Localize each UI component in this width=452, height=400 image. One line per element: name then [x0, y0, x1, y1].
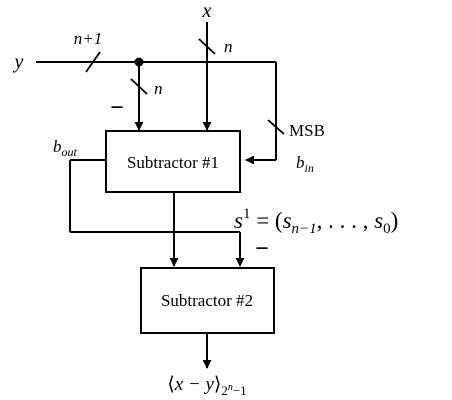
- subtractor-1-block: Subtractor #1: [105, 130, 241, 193]
- output-sub-tail: −1: [233, 383, 247, 398]
- y-tap-width-label: n: [154, 79, 163, 98]
- b-in-base: b: [296, 153, 305, 172]
- msb-label: MSB: [289, 121, 325, 140]
- y-input-label: y: [13, 51, 24, 73]
- output-label: ⟨x − y⟩2n−1: [167, 374, 246, 398]
- output-expr: x − y: [174, 374, 215, 395]
- junction-dot: [134, 57, 144, 67]
- subtractor-2-label: Subtractor #2: [161, 291, 253, 310]
- s1-sub-b: 0: [383, 221, 391, 237]
- output-close: ⟩: [214, 374, 221, 395]
- minus-sign-sub2: −: [255, 236, 269, 262]
- subtractor-1-box: [105, 130, 241, 193]
- b-in-label: bin: [296, 153, 314, 175]
- subtractor-2-block: Subtractor #2: [140, 267, 275, 334]
- output-sub-base: 2: [221, 383, 228, 398]
- b-in-sub: in: [305, 161, 314, 175]
- s1-dots: , . . . ,: [317, 208, 375, 233]
- x-input-label: x: [202, 0, 212, 22]
- s1-expression: s1 = (sn−1, . . . , s0): [234, 206, 398, 237]
- subtractor-2-box: [140, 267, 275, 334]
- subtractor-1-label: Subtractor #1: [127, 153, 219, 172]
- wires: [36, 22, 277, 369]
- output-open: ⟨: [167, 374, 174, 395]
- minus-sign-sub1: −: [110, 95, 124, 121]
- bus-slashes: [85, 38, 285, 135]
- b-out-base: b: [53, 137, 62, 156]
- s1-sub-a: n−1: [292, 221, 317, 237]
- s1-s: s: [234, 208, 243, 233]
- b-out-sub: out: [62, 145, 78, 159]
- x-bus-width-label: n: [224, 37, 233, 56]
- s1-s-a: s: [283, 208, 292, 233]
- s1-close: ): [391, 208, 399, 233]
- x-bus-slash: [198, 38, 216, 55]
- output-sub-sup: n: [228, 382, 233, 393]
- y-bus-slash: [85, 51, 101, 73]
- s1-s-b: s: [374, 208, 383, 233]
- b-out-label: bout: [53, 137, 78, 159]
- y-bus-width-label: n+1: [74, 29, 102, 48]
- s1-eq: = (: [250, 208, 282, 233]
- msb-slash: [267, 119, 285, 135]
- s1-sup: 1: [243, 206, 251, 222]
- y-tap-slash: [130, 78, 148, 95]
